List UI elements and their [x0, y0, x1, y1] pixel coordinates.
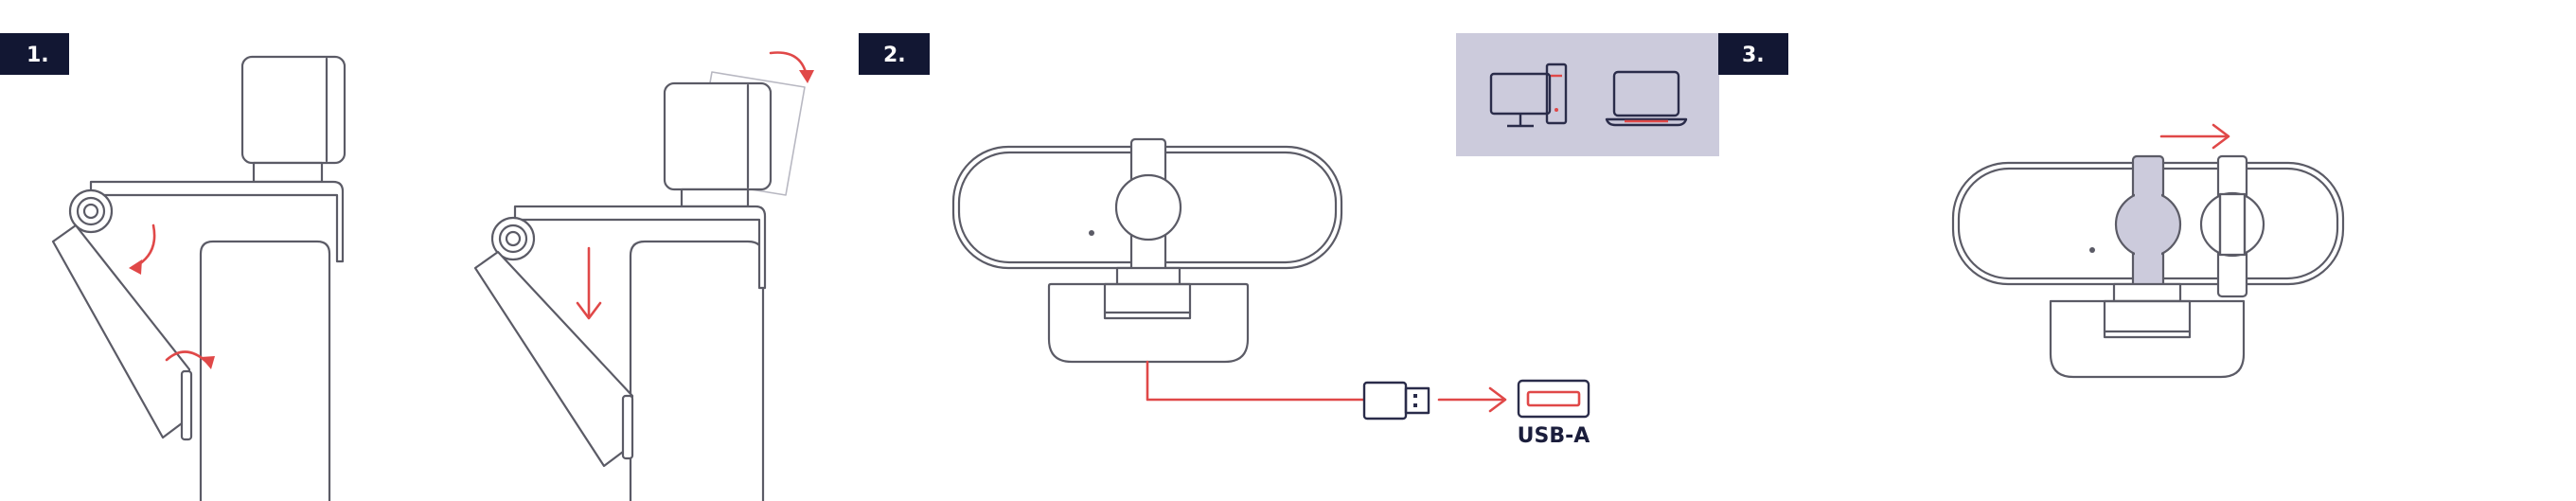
webcam-body-side [242, 57, 345, 163]
webcam-body-side-2 [665, 83, 771, 189]
devices-panel-bg [1456, 33, 1719, 156]
webcam-clip-base-2 [2051, 301, 2244, 377]
right-arrow-icon-2 [2161, 125, 2229, 148]
right-arrow-icon [1439, 388, 1505, 411]
webcam-lens-area [1116, 175, 1181, 240]
step-3-panel: 3. [1718, 33, 2343, 377]
step-3-badge-label: 3. [1742, 44, 1765, 67]
usb-cable-line [1147, 362, 1363, 400]
camera-clip-open-illustration [53, 57, 345, 501]
step-1-badge-label: 1. [27, 44, 49, 67]
step-3-badge: 3. [1718, 33, 1788, 75]
clip-rear-leg [53, 225, 189, 438]
webcam-neck [254, 163, 322, 182]
down-arrow-icon [577, 248, 600, 318]
camera-clip-closed-illustration [475, 53, 814, 501]
step-2-panel: 2. [859, 33, 1719, 448]
usb-a-port-icon [1519, 381, 1589, 417]
usb-plug-icon [1364, 383, 1429, 419]
step-2-badge-label: 2. [883, 44, 906, 67]
usb-cable: USB-A [1147, 362, 1590, 448]
rotate-arrow-icon [134, 225, 154, 267]
webcam-front-illustration [953, 139, 1341, 362]
compatible-devices-panel [1456, 33, 1719, 156]
step-1-badge: 1. [0, 33, 69, 75]
monitor-edge-2 [631, 242, 763, 501]
step-2-badge: 2. [859, 33, 930, 75]
webcam-indicator-dot [1089, 230, 1094, 236]
clip-top-arm [91, 182, 343, 261]
webcam-clip-base [1049, 284, 1248, 362]
privacy-shutter-slide-illustration [1953, 125, 2343, 377]
step-1-panel: 1. [0, 33, 814, 501]
monitor-edge [201, 242, 329, 501]
clip-rear-leg-2 [475, 252, 632, 466]
usb-a-label: USB-A [1518, 424, 1590, 448]
